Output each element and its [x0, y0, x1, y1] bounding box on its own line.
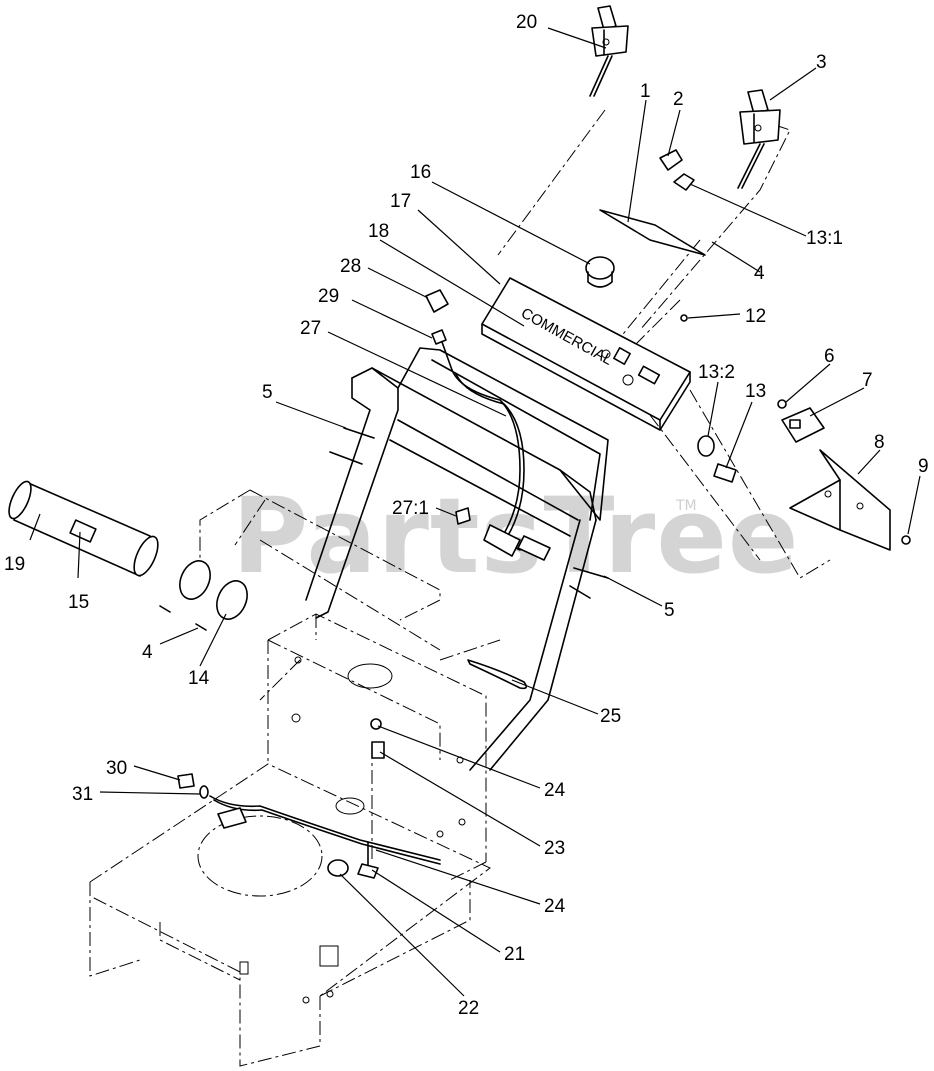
part-28-switch — [425, 289, 449, 345]
part-23-spacer — [371, 741, 385, 759]
handle-frame — [305, 347, 609, 771]
lower-harness — [209, 795, 441, 861]
callout-8: 8 — [874, 432, 885, 453]
callout-21: 21 — [504, 944, 525, 965]
callout-18: 18 — [368, 221, 389, 242]
part-8-bracket — [789, 449, 891, 551]
callout-15: 15 — [68, 592, 89, 613]
part-24-nut-upper — [370, 718, 382, 730]
part-3-control-lever — [737, 89, 781, 189]
callout-14: 14 — [188, 668, 210, 689]
watermark-text: PartsTree — [232, 475, 799, 597]
callout-17: 17 — [390, 191, 411, 212]
part-25-grommet — [467, 659, 528, 690]
part-31-washer — [199, 785, 209, 799]
callout-27-1: 27:1 — [392, 498, 429, 519]
callout-24-upper: 24 — [544, 780, 566, 801]
callout-2: 2 — [673, 89, 684, 110]
callout-6: 6 — [824, 346, 835, 367]
assembly-lines — [199, 109, 831, 860]
callout-28: 28 — [340, 256, 361, 277]
callout-5-upper: 5 — [262, 382, 273, 403]
part-21-clip — [357, 863, 379, 879]
part-16-cap — [585, 256, 615, 288]
part-19-grip — [8, 480, 159, 577]
callout-25: 25 — [600, 706, 621, 727]
callout-3: 3 — [816, 52, 827, 73]
callout-7: 7 — [862, 370, 873, 391]
callout-labels: 20 3 1 2 13:1 16 17 18 4 28 12 29 27 6 7… — [4, 12, 929, 1019]
callout-22: 22 — [458, 998, 479, 1019]
callout-27: 27 — [300, 318, 321, 339]
callout-16: 16 — [410, 162, 431, 183]
part-5-bolts — [329, 427, 609, 599]
lower-connector — [217, 807, 247, 829]
part-27-wire-harness — [441, 341, 551, 561]
callout-19: 19 — [4, 554, 25, 575]
leader-lines — [29, 27, 921, 997]
callout-13: 13 — [745, 381, 766, 402]
part-30-fitting — [177, 773, 195, 789]
callout-24-lower: 24 — [544, 896, 566, 917]
callout-12: 12 — [745, 306, 766, 327]
callout-13-2: 13:2 — [698, 362, 735, 383]
callout-23: 23 — [544, 838, 565, 859]
callout-4-lower: 4 — [142, 642, 153, 663]
part-27-1-clip — [455, 507, 471, 525]
part-1-gasket — [599, 209, 706, 256]
callout-5-lower: 5 — [664, 600, 675, 621]
callout-13-1: 13:1 — [806, 228, 843, 249]
callout-9: 9 — [918, 456, 929, 477]
chassis-housing — [89, 613, 491, 1067]
callout-20: 20 — [516, 12, 537, 33]
callout-31: 31 — [72, 784, 93, 805]
part-9-screw — [901, 535, 911, 545]
watermark-trademark: TM — [675, 498, 697, 514]
part-13-fitting — [697, 435, 737, 483]
callout-29: 29 — [318, 286, 339, 307]
part-17-control-panel: COMMERCIAL — [481, 277, 691, 431]
part-4-screws-left — [159, 605, 207, 631]
part-20-control-lever — [589, 5, 629, 97]
watermark: PartsTree TM — [232, 475, 799, 597]
part-12-screw — [680, 314, 688, 322]
part-6-nut — [777, 399, 787, 409]
callout-1: 1 — [640, 81, 651, 102]
part-2-knob — [659, 149, 695, 191]
callout-4-upper: 4 — [754, 263, 765, 284]
callout-30: 30 — [106, 758, 127, 779]
part-22-grommet — [327, 859, 349, 877]
part-7-switch — [781, 407, 825, 443]
